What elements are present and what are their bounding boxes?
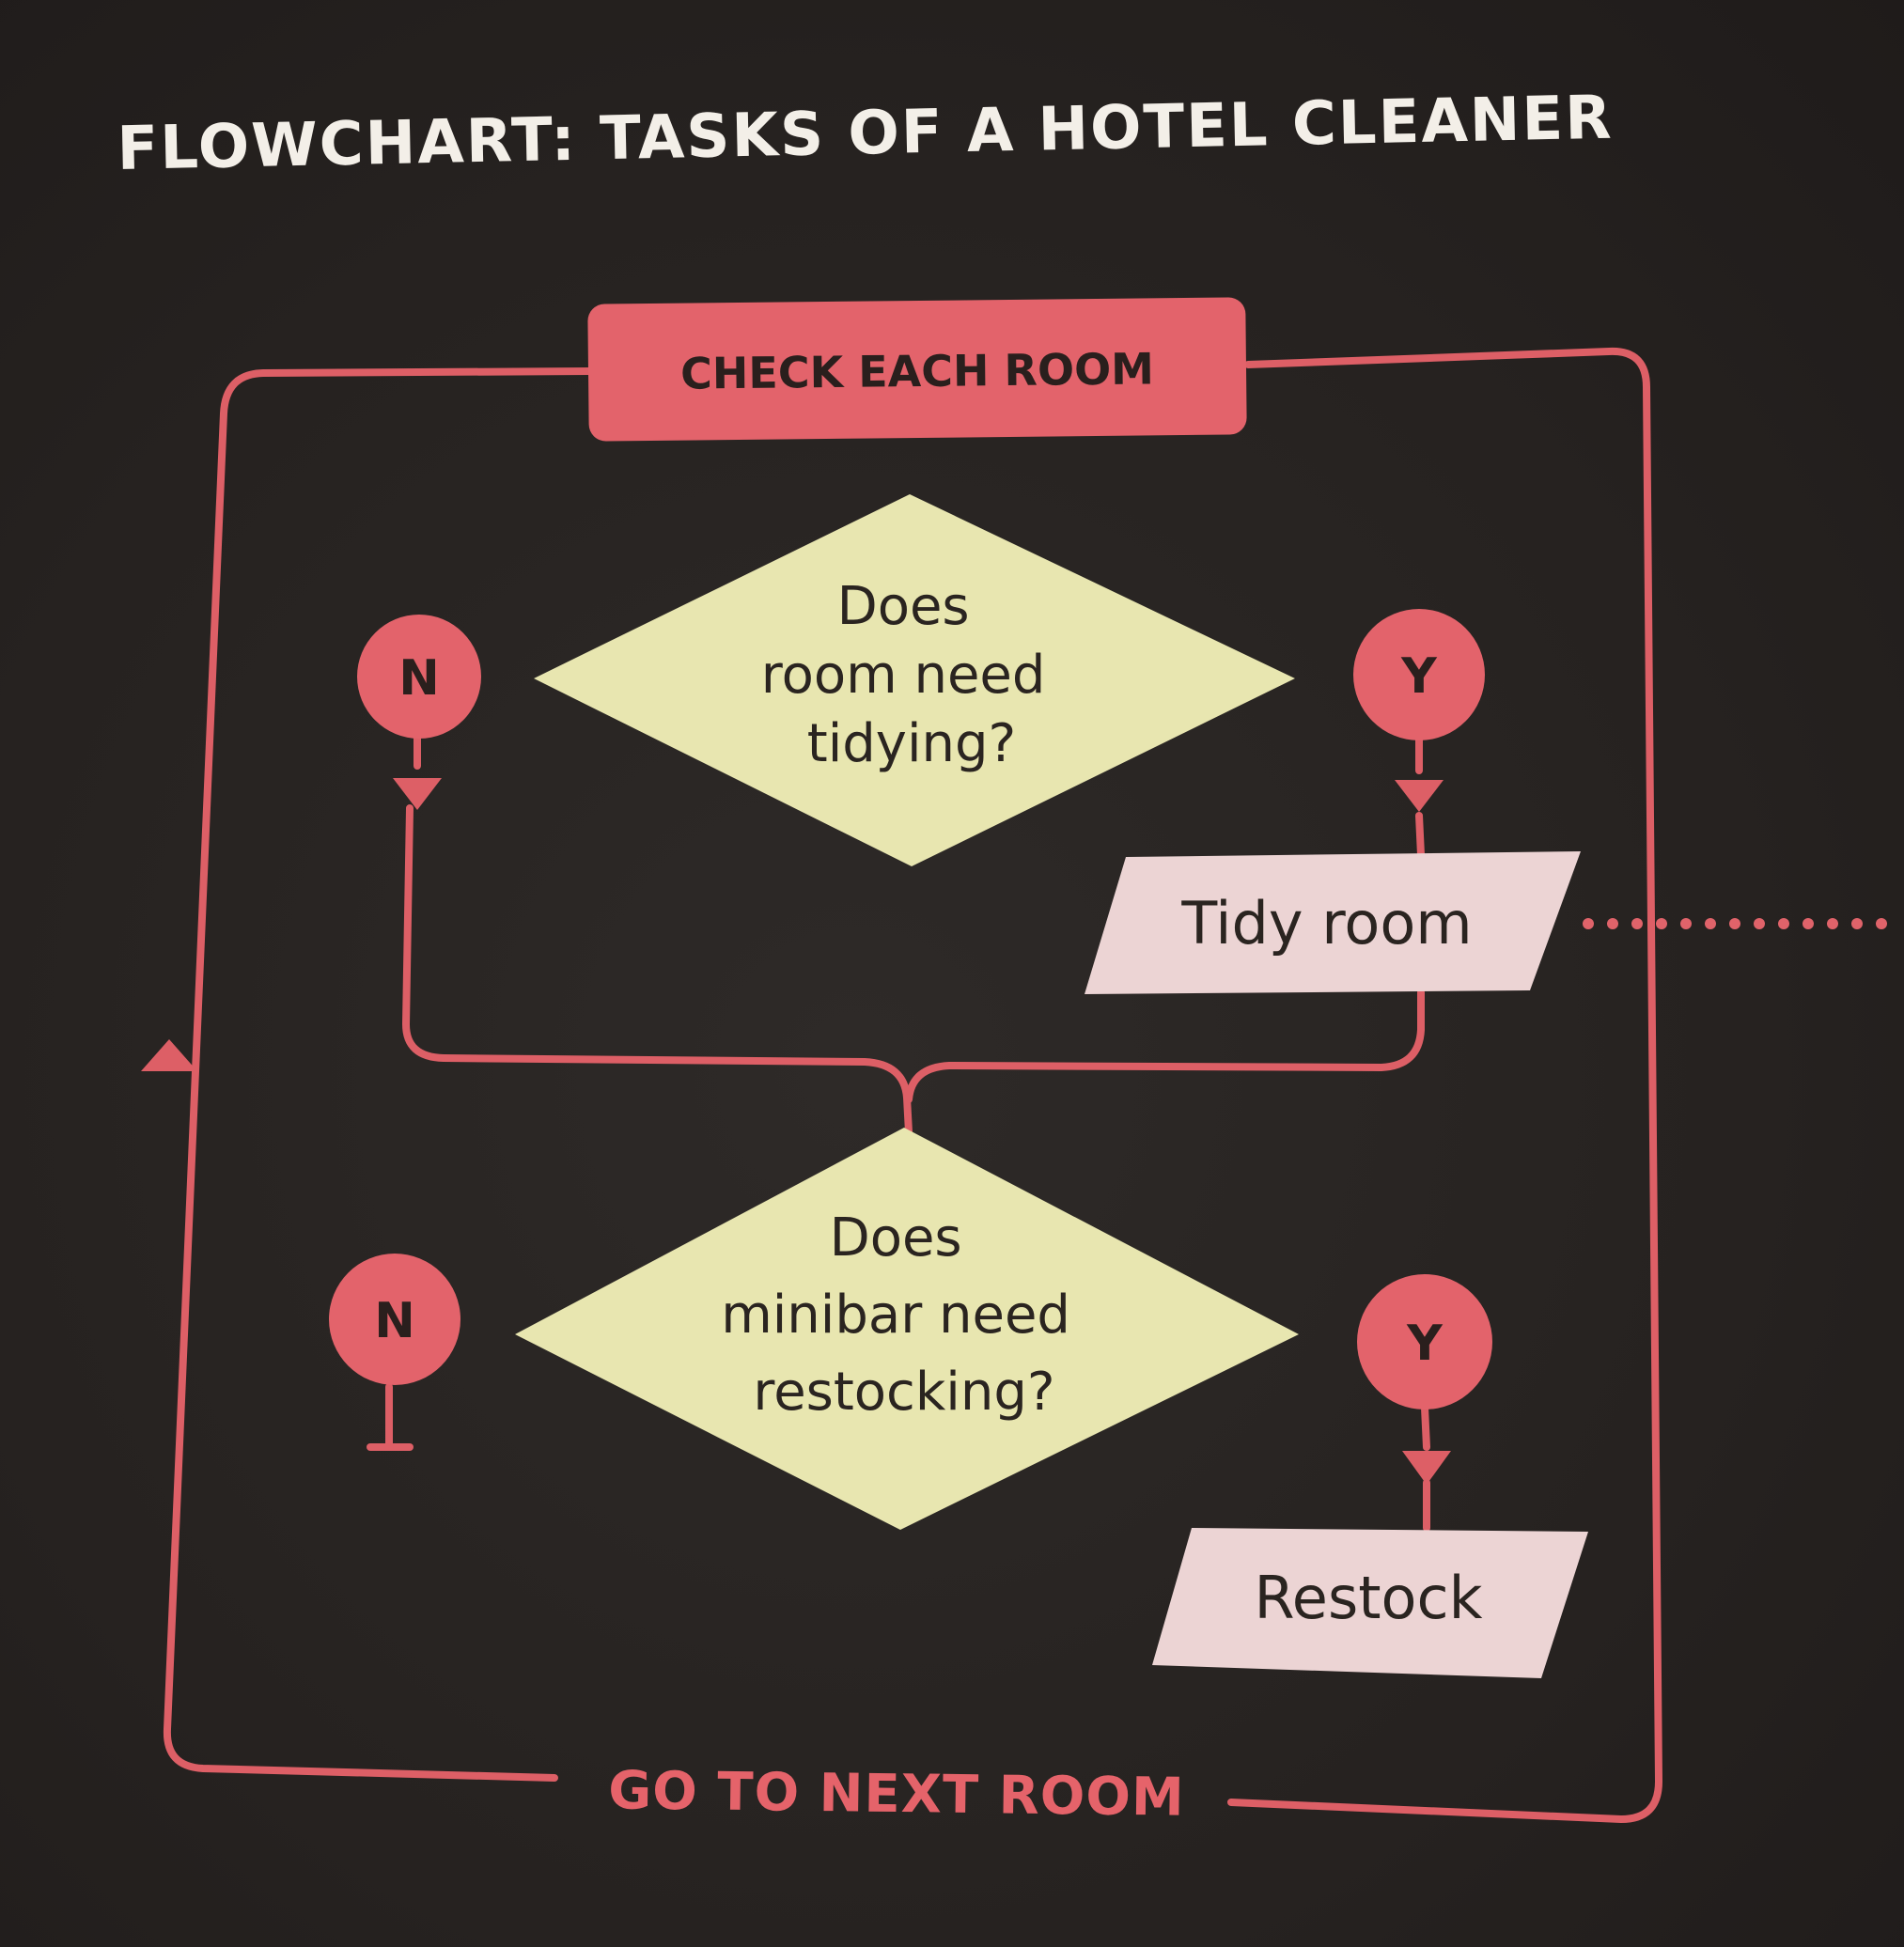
tidy-no-label: N — [398, 650, 440, 707]
tidy-yes-label: Y — [1400, 648, 1438, 705]
arrow-up-icon — [141, 1039, 197, 1071]
minibar-yes-arrow-icon — [1402, 1451, 1451, 1485]
start-node: CHECK EACH ROOM — [587, 297, 1247, 442]
flowchart-title: FLOWCHART: TASKS OF A HOTEL CLEANER — [117, 84, 1614, 184]
minibar-no-badge: N — [329, 1254, 460, 1385]
start-label: CHECK EACH ROOM — [680, 343, 1154, 398]
loop-line-right — [1227, 347, 1662, 1823]
minibar-yes-line — [1421, 1404, 1430, 1451]
tidy-yes-arrow-icon — [1395, 780, 1444, 812]
tidy-no-arrow-icon — [393, 778, 442, 810]
decision-minibar-node: Does minibar need restocking? — [515, 1128, 1299, 1530]
decision-tidy-text: Does room need tidying? — [761, 576, 1062, 774]
decision-tidy-node: Does room need tidying? — [534, 494, 1295, 866]
tidy-no-merge-line — [402, 804, 913, 1136]
loop-line-left — [163, 367, 594, 1782]
tidy-merge-line — [905, 989, 1425, 1103]
action-restock-label: Restock — [1255, 1564, 1483, 1632]
action-tidy-label: Tidy room — [1180, 889, 1472, 958]
action-tidy-node: Tidy room — [1085, 851, 1581, 994]
loop-label: GO TO NEXT ROOM — [608, 1760, 1185, 1828]
minibar-yes-label: Y — [1406, 1316, 1444, 1372]
tidy-yes-badge: Y — [1353, 609, 1485, 740]
tidy-no-badge: N — [357, 615, 481, 739]
decision-minibar-text: Does minibar need restocking? — [721, 1207, 1087, 1423]
tidy-yes-connector — [1415, 812, 1425, 859]
minibar-yes-badge: Y — [1357, 1274, 1492, 1410]
minibar-no-label: N — [374, 1293, 415, 1349]
dotted-leader — [1583, 918, 1887, 929]
action-restock-node: Restock — [1152, 1528, 1588, 1678]
